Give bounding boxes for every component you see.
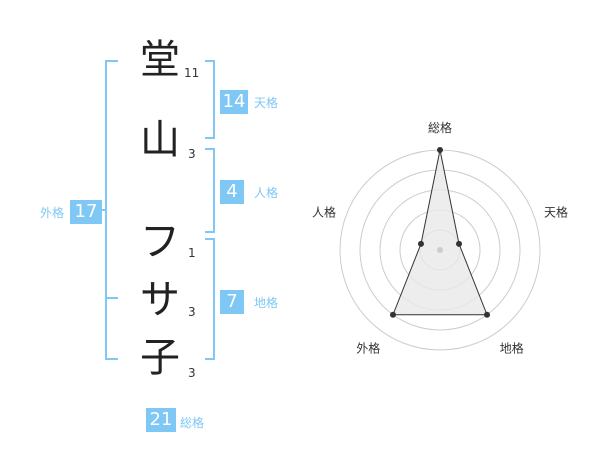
name-char-5: 子 (140, 335, 180, 381)
name-char-2: 山 (140, 117, 180, 163)
soukaku-badge: 21 (146, 408, 176, 432)
chikaku-label: 地格 (254, 296, 279, 310)
name-char-3: フ (140, 219, 180, 265)
name-char-4: サ (140, 277, 180, 323)
radar-axis-label-4: 外格 (356, 341, 380, 356)
radar-point-5 (417, 240, 424, 247)
stroke-count-3: 1 (188, 246, 196, 260)
radar-point-2 (456, 240, 463, 247)
tenkaku-badge: 14 (220, 90, 248, 114)
soukaku-label: 総格 (180, 416, 205, 430)
gaikaku-label: 外格 (40, 206, 65, 220)
name-char-1: 堂 (140, 37, 180, 83)
radar-axis-label-1: 総格 (428, 120, 452, 135)
brackets (95, 60, 215, 360)
radar-center-dot (437, 247, 443, 253)
stroke-count-4: 3 (188, 305, 196, 319)
radar-axis-label-3: 地格 (500, 341, 524, 356)
gaikaku-badge: 17 (70, 200, 102, 224)
stroke-count-5: 3 (188, 366, 196, 380)
stroke-count-1: 11 (184, 66, 200, 80)
chikaku-badge: 7 (220, 290, 244, 314)
radar-polygon (392, 149, 488, 316)
stroke-count-2: 3 (188, 147, 196, 161)
jinkaku-label: 人格 (254, 186, 279, 200)
radar-point-1 (437, 147, 443, 153)
radar-axis-label-5: 人格 (312, 204, 336, 219)
radar-point-4 (389, 311, 396, 318)
tenkaku-label: 天格 (254, 96, 279, 110)
radar-axis-label-2: 天格 (544, 204, 568, 219)
jinkaku-badge: 4 (220, 180, 244, 204)
radar-point-3 (484, 311, 491, 318)
